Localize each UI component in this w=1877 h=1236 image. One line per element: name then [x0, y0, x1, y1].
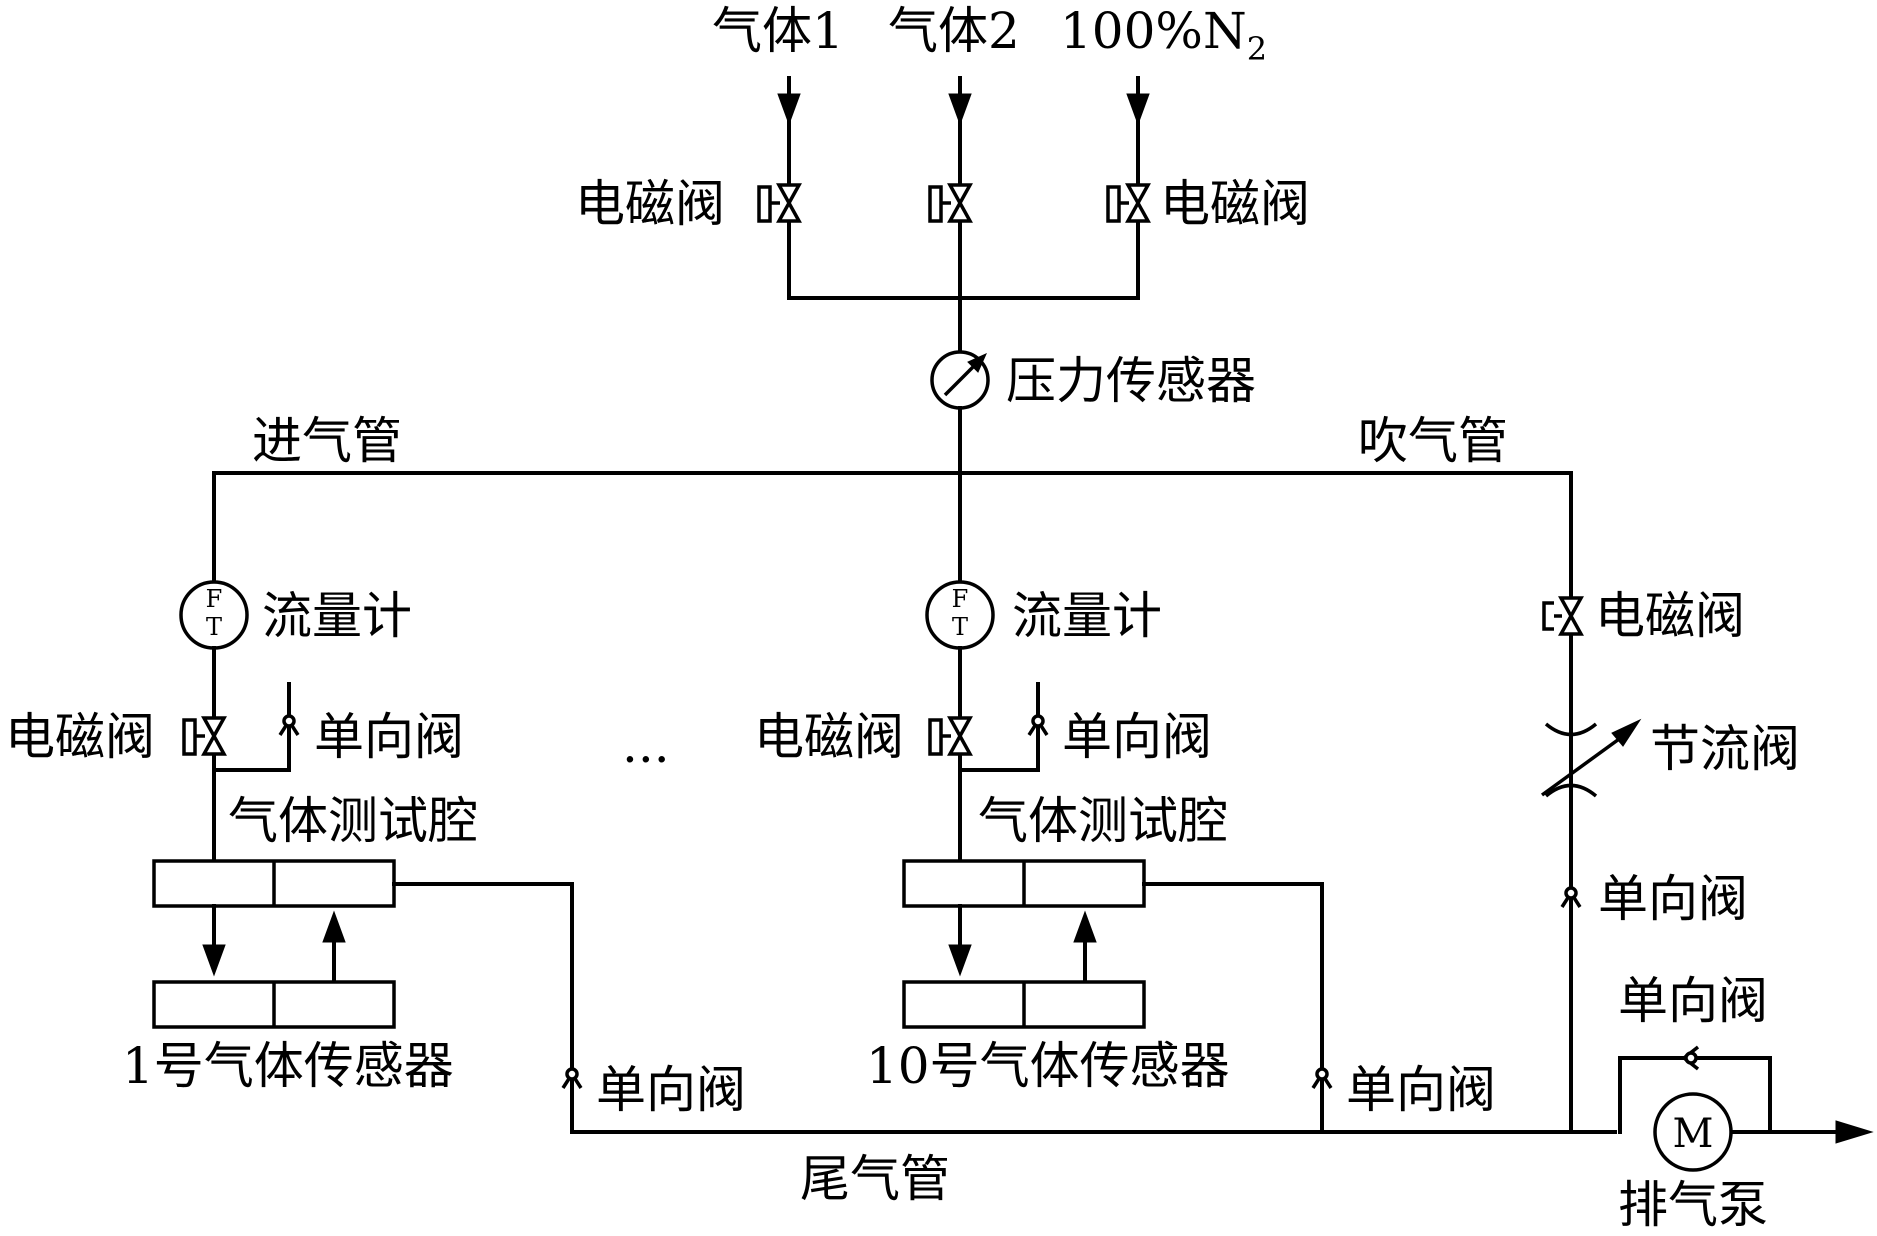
check-valve-ex10-label: 单向阀 [1346, 1061, 1496, 1119]
flowmeter-10-t: T [952, 613, 968, 641]
flowmeter-1-f: F [206, 585, 223, 613]
gas-manifold [787, 296, 1140, 354]
solenoid-valve-gas1-label: 电磁阀 [575, 175, 725, 233]
flowmeter-1-label: 流量计 [262, 587, 412, 645]
flowmeter-1-icon[interactable]: F T [179, 580, 249, 650]
channel1-exhaust-pipe [392, 882, 574, 1134]
channel10-exhaust-pipe [1142, 882, 1324, 1134]
test-chamber-1 [152, 859, 396, 908]
exhaust-pipe-label: 尾气管 [800, 1150, 950, 1208]
check-valve-bypass-label: 单向阀 [1618, 972, 1768, 1030]
gas-sensor-1 [152, 980, 396, 1029]
solenoid-valve-n2-icon[interactable] [1106, 183, 1150, 223]
solenoid-valve-purge-icon[interactable] [1542, 596, 1584, 636]
flowmeter-10-label: 流量计 [1012, 587, 1162, 645]
check-valve-ex1-label: 单向阀 [596, 1061, 746, 1119]
gas-sensor-1-label: 1号气体传感器 [122, 1037, 454, 1095]
solenoid-valve-ch1-icon[interactable] [182, 716, 226, 756]
solenoid-valve-n2-label: 电磁阀 [1160, 175, 1310, 233]
channels-ellipsis: ... [622, 716, 670, 774]
solenoid-valve-gas1-icon[interactable] [757, 183, 801, 223]
solenoid-valve-ch10-label: 电磁阀 [754, 708, 904, 766]
flowmeter-10-f: F [952, 585, 969, 613]
gas1-label: 气体1 [712, 2, 844, 60]
purge-pipe-label: 吹气管 [1358, 412, 1508, 470]
test-chamber-1-label: 气体测试腔 [228, 792, 478, 850]
gas-sensor-10-label: 10号气体传感器 [866, 1037, 1230, 1095]
check-valve-ch10-label: 单向阀 [1062, 708, 1212, 766]
chamber10-sensor10-arrows [948, 904, 1097, 984]
exhaust-pump-label: 排气泵 [1618, 1176, 1768, 1234]
pressure-sensor-icon[interactable] [930, 350, 990, 410]
motor-letter: M [1673, 1111, 1714, 1157]
n2-label: 100%N2 [1060, 2, 1267, 68]
check-valve-bypass-icon[interactable] [1681, 1045, 1700, 1071]
main-supply-pipe [212, 406, 1573, 584]
solenoid-valve-purge-label: 电磁阀 [1595, 587, 1745, 645]
exhaust-outlet-arrow [1835, 1120, 1874, 1144]
gas2-label: 气体2 [888, 2, 1020, 60]
n2-subscript: 2 [1247, 30, 1267, 68]
chamber1-sensor1-arrows [202, 904, 346, 984]
exhaust-pump-icon[interactable]: M [1653, 1092, 1733, 1172]
test-chamber-10-label: 气体测试腔 [978, 792, 1228, 850]
intake-pipe-label: 进气管 [252, 412, 402, 470]
n2-main: 100%N [1060, 2, 1247, 60]
flowmeter-1-t: T [206, 613, 222, 641]
check-valve-purge-label: 单向阀 [1598, 870, 1748, 928]
check-valve-ch1-label: 单向阀 [314, 708, 464, 766]
gas-sensor-10 [902, 980, 1146, 1029]
flowmeter-10-icon[interactable]: F T [925, 580, 995, 650]
pressure-sensor-label: 压力传感器 [1006, 352, 1256, 410]
solenoid-valve-gas2-icon[interactable] [928, 183, 972, 223]
test-chamber-10 [902, 859, 1146, 908]
throttle-valve-label: 节流阀 [1650, 720, 1800, 778]
throttle-valve-icon[interactable] [1540, 718, 1642, 798]
solenoid-valve-ch10-icon[interactable] [928, 716, 972, 756]
solenoid-valve-ch1-label: 电磁阀 [5, 708, 155, 766]
